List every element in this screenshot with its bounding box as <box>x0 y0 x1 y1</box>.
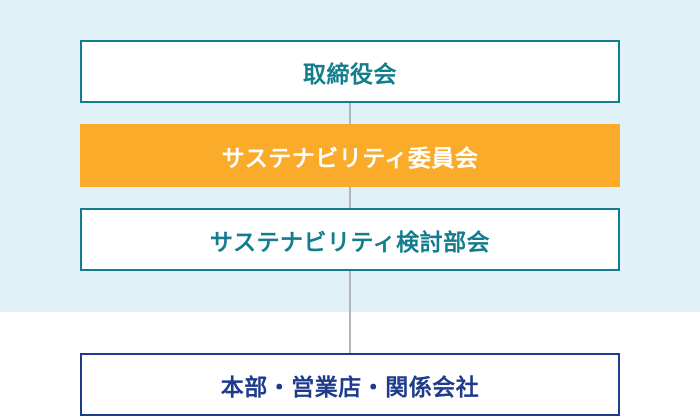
sustainability-subcommittee-box: サステナビリティ検討部会 <box>80 208 620 271</box>
operations-box: 本部・営業店・関係会社 <box>80 353 620 416</box>
sustainability-committee-box: サステナビリティ委員会 <box>80 124 620 187</box>
connector-subcommittee-operations <box>349 271 351 353</box>
connector-board-committee <box>349 103 351 124</box>
connector-committee-subcommittee <box>349 187 351 208</box>
board-of-directors-box: 取締役会 <box>80 40 620 103</box>
